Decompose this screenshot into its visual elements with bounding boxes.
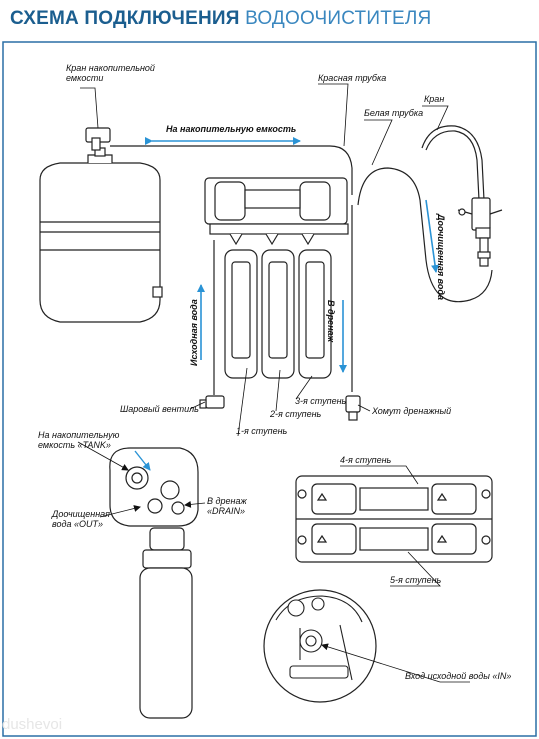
- filter-unit: [204, 177, 353, 395]
- label-white-tube: Белая трубка: [364, 108, 424, 118]
- label-tank-port-1: На накопительную: [38, 430, 120, 440]
- two-stage-unit: [295, 475, 493, 563]
- label-source: Исходная вода: [189, 299, 199, 366]
- label-drain-clamp: Хомут дренажный: [372, 406, 452, 416]
- left-unit-leaders: [77, 441, 206, 518]
- label-purified: Доочищенная вода: [436, 214, 446, 300]
- white-tube-line: [357, 167, 493, 303]
- drain-clamp: [345, 395, 361, 421]
- page-title: СХЕМА ПОДКЛЮЧЕНИЯ ВОДООЧИСТИТЕЛЯ: [10, 8, 431, 30]
- label-out-port-2: вода «OUT»: [52, 519, 103, 529]
- ball-valve: [199, 395, 225, 409]
- label-stage2: 2-я ступень: [270, 409, 322, 419]
- faucet: [421, 125, 503, 267]
- purified-arrow: [425, 199, 439, 273]
- label-drain-port-2: «DRAIN»: [207, 506, 246, 516]
- label-tank-port-2: емкость «TANK»: [38, 440, 111, 450]
- label-drain-port-1: В дренаж: [207, 496, 247, 506]
- label-tank-valve-2: емкости: [66, 73, 104, 83]
- border-frame: [2, 41, 537, 737]
- label-stage5: 5-я ступень: [390, 575, 442, 585]
- label-inlet: Вход исходной воды «IN»: [405, 671, 512, 681]
- red-tube-line: [110, 145, 353, 195]
- zoom-detail: [275, 595, 363, 681]
- watermark: dushevoi: [2, 716, 63, 733]
- title-normal: ВОДООЧИСТИТЕЛЯ: [245, 8, 432, 29]
- single-filter-unit: [109, 447, 199, 719]
- title-bold: СХЕМА ПОДКЛЮЧЕНИЯ: [10, 8, 240, 29]
- label-drain: В дренаж: [326, 300, 336, 343]
- label-out-port-1: Доочищенная: [52, 509, 110, 519]
- label-tank-valve-1: Кран накопительной: [66, 63, 155, 73]
- leader-lines: [80, 83, 449, 437]
- storage-tank: [39, 127, 163, 323]
- label-faucet: Кран: [424, 94, 445, 104]
- label-to-tank: На накопительную емкость: [166, 124, 297, 134]
- label-red-tube: Красная трубка: [318, 73, 387, 83]
- label-ball-valve: Шаровый вентиль: [120, 404, 199, 414]
- label-stage1: 1-я ступень: [236, 426, 288, 436]
- label-stage4: 4-я ступень: [340, 455, 392, 465]
- label-stage3: 3-я ступень: [295, 396, 347, 406]
